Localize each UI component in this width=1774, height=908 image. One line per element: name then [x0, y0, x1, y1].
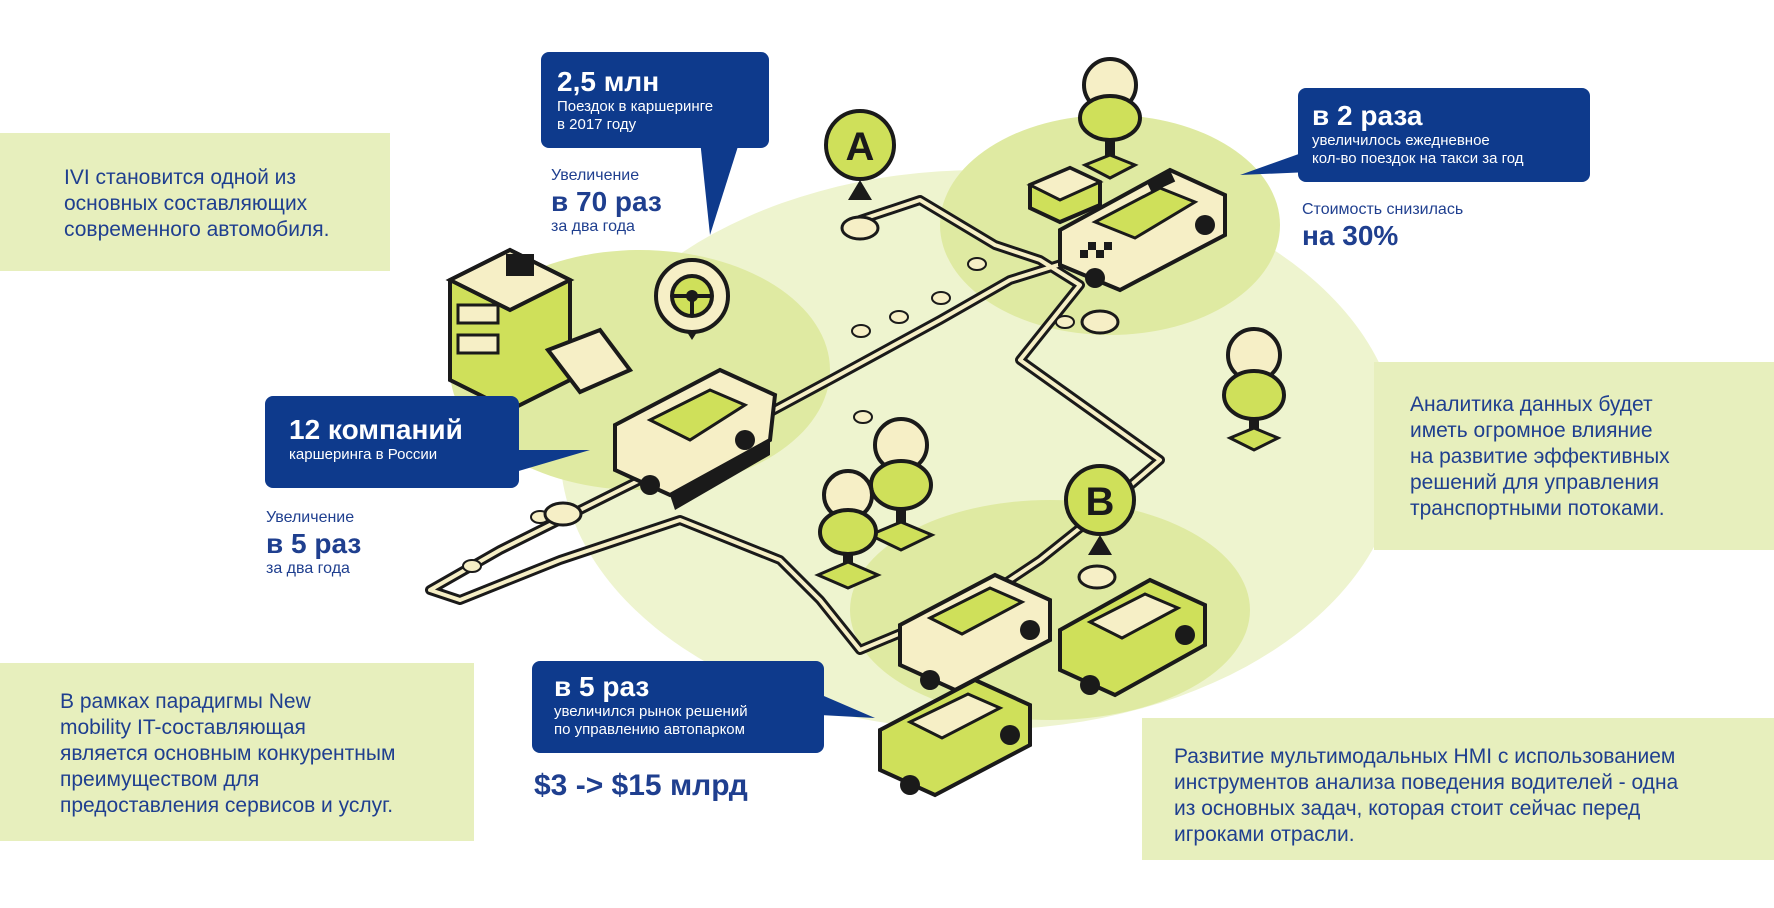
- note-new-mobility-text: В рамках парадигмы New mobility IT-соста…: [60, 690, 396, 817]
- marker-a-letter: A: [846, 125, 875, 169]
- callout-tail-fleet: [810, 690, 875, 718]
- note-hmi: Развитие мультимодальных HMI с использов…: [1142, 718, 1774, 860]
- stat-companies-growth-value: в 5 раз: [266, 528, 362, 559]
- marker-b-letter: B: [1086, 480, 1115, 524]
- note-ivi-text: IVI становится одной из основных составл…: [64, 166, 330, 241]
- marker-b-tail: [1088, 535, 1112, 555]
- building-icon: [445, 247, 634, 413]
- stat-taxi-cost-label: Стоимость снизилась: [1302, 201, 1464, 218]
- note-ivi: IVI становится одной из основных составл…: [0, 133, 390, 271]
- callout-tail-companies: [505, 450, 590, 475]
- route-dot: [462, 559, 482, 573]
- tree-icon: [866, 417, 936, 552]
- callout-carsharing-trips-caption: Поездок в каршеринге в 2017 году: [557, 98, 714, 133]
- callout-fleet: в 5 раз увеличился рынок решений по упра…: [532, 661, 824, 753]
- route-dot: [853, 410, 873, 424]
- taxi-stand-icon: [1026, 165, 1104, 225]
- stop-pad: [543, 501, 583, 527]
- tree-icon: [814, 469, 882, 590]
- stop-pads: [543, 215, 1120, 590]
- tree-icon: [1222, 327, 1286, 452]
- stat-fleet-market: $3 -> $15 млрд: [534, 770, 748, 802]
- callout-taxi-value: в 2 раза: [1312, 100, 1423, 131]
- callout-taxi-caption: увеличилось ежедневное кол-во поездок на…: [1312, 132, 1524, 167]
- stat-trips-growth: Увеличение в 70 раз за два года: [551, 166, 662, 236]
- carsharing-car-icon: [613, 367, 778, 510]
- stat-fleet-market-value: $3 -> $15 млрд: [534, 769, 748, 802]
- stat-companies-growth-label: Увеличение: [266, 509, 355, 526]
- callout-companies-caption: каршеринга в России: [289, 446, 438, 463]
- fleet-car-icon: [878, 677, 1032, 798]
- stat-trips-growth-sub: за два года: [551, 218, 635, 235]
- callout-fleet-value: в 5 раз: [554, 671, 650, 702]
- steering-wheel-icon: [670, 274, 714, 318]
- stat-companies-growth: Увеличение в 5 раз за два года: [266, 508, 361, 578]
- marker-b-circle: [1064, 464, 1136, 536]
- route-dot: [931, 291, 951, 305]
- marker-b-pin: B: [1064, 464, 1136, 555]
- route-dot: [1055, 315, 1075, 329]
- stat-trips-growth-value: в 70 раз: [551, 186, 662, 217]
- note-analytics: Аналитика данных будет иметь огромное вл…: [1374, 362, 1774, 550]
- route-dot: [889, 310, 909, 324]
- taxi-car-icon: [1058, 167, 1227, 293]
- marker-a-pin: A: [824, 109, 896, 200]
- fleet-car-icon: [1058, 577, 1207, 698]
- marker-a-circle: [824, 109, 896, 181]
- stat-trips-growth-label: Увеличение: [551, 167, 640, 184]
- stat-taxi-cost-value: на 30%: [1302, 220, 1399, 251]
- route-dot: [851, 324, 871, 338]
- stop-pad: [1080, 309, 1120, 335]
- stop-pad: [1077, 564, 1117, 590]
- callout-tail-trips: [700, 140, 740, 235]
- callout-fleet-caption: увеличился рынок решений по управлению а…: [554, 703, 748, 738]
- tree-icon: [1078, 57, 1142, 180]
- stop-pad: [840, 215, 880, 241]
- stat-companies-growth-sub: за два года: [266, 560, 350, 577]
- marker-a-tail: [848, 180, 872, 200]
- fleet-car-icon: [898, 572, 1052, 693]
- callout-taxi: в 2 раза увеличилось ежедневное кол-во п…: [1298, 88, 1590, 182]
- callout-tail-taxi: [1240, 150, 1310, 175]
- stat-taxi-cost: Стоимость снизилась на 30%: [1302, 200, 1463, 252]
- callout-carsharing-trips-value: 2,5 млн: [557, 66, 660, 97]
- route-dot: [967, 257, 987, 271]
- note-new-mobility: В рамках парадигмы New mobility IT-соста…: [0, 663, 474, 841]
- callout-carsharing-trips: 2,5 млн Поездок в каршеринге в 2017 году: [541, 52, 769, 148]
- note-analytics-text: Аналитика данных будет иметь огромное вл…: [1410, 393, 1670, 520]
- callout-companies: 12 компаний каршеринга в России: [265, 396, 519, 488]
- callout-companies-value: 12 компаний: [289, 414, 463, 445]
- steering-wheel-pin: [654, 258, 730, 340]
- note-hmi-text: Развитие мультимодальных HMI с использов…: [1174, 745, 1679, 846]
